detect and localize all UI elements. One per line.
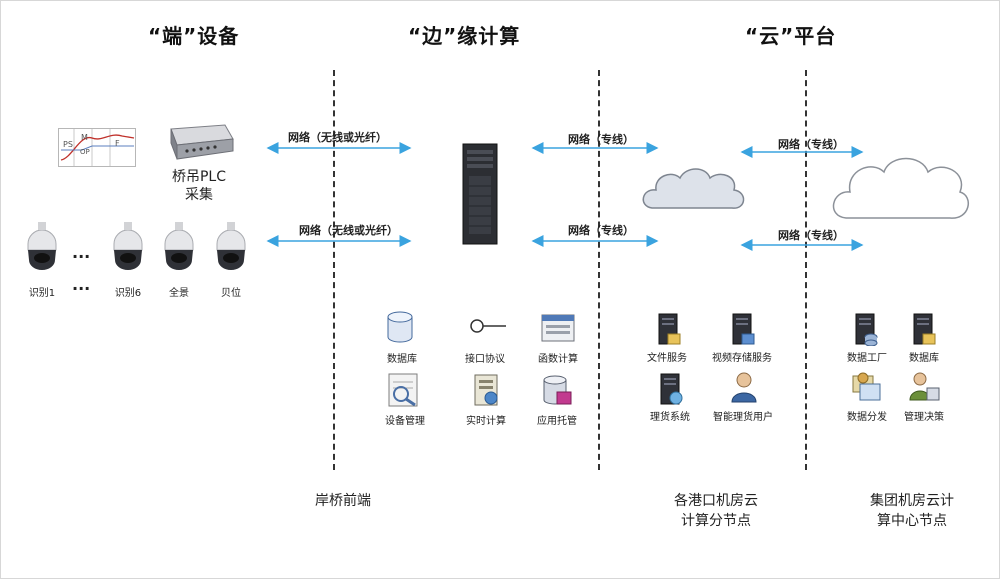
camera-icon [213, 222, 249, 272]
bottom-label-port-cloud: 各港口机房云 计算分节点 [646, 491, 786, 531]
label-network-dedicated-1: 网络（专线） [568, 133, 634, 146]
edge-service-app-hosting: 应用托管 [537, 416, 577, 427]
group-service-management-decision: 管理决策 [904, 412, 944, 423]
function-calc-icon [541, 314, 575, 342]
plc-label-line2: 采集 [185, 187, 213, 203]
edge-service-interface-protocol: 接口协议 [465, 354, 505, 365]
heading-edge: “边”缘计算 [408, 24, 521, 48]
svg-text:OP: OP [80, 148, 90, 156]
camera-icon [24, 222, 60, 272]
device-management-icon [387, 372, 421, 408]
edge-server-icon [459, 142, 501, 246]
group-service-data-factory: 数据工厂 [847, 353, 887, 364]
heading-cloud: “云”平台 [745, 24, 837, 48]
data-distribution-icon [850, 370, 882, 404]
smart-tally-user-icon [730, 370, 758, 404]
camera-label-1: 识别1 [28, 288, 56, 299]
database-icon [385, 310, 415, 344]
camera-icon [161, 222, 197, 272]
label-network-wireless-2: 网络（无线或光纤） [299, 224, 398, 237]
label-network-dedicated-3: 网络（专线） [778, 138, 844, 151]
divider-device-edge [333, 70, 335, 470]
data-factory-server-icon [851, 312, 879, 346]
port-service-tally-system: 理货系统 [650, 412, 690, 423]
edge-service-function-calc: 函数计算 [538, 354, 578, 365]
bottom-label-quay-front: 岸桥前端 [315, 493, 371, 509]
plc-label: 桥吊PLC 采集 [160, 168, 238, 204]
svg-text:PS: PS [63, 140, 73, 149]
file-service-server-icon [654, 312, 682, 346]
camera-ellipsis-bottom: ··· [72, 279, 91, 298]
camera-label-panorama: 全景 [169, 288, 189, 299]
management-decision-icon [909, 370, 941, 404]
bottom-label-group-cloud: 集团机房云计 算中心节点 [842, 491, 982, 531]
camera-ellipsis-top: ··· [72, 247, 91, 266]
port-cloud-icon [640, 162, 748, 218]
bottom-label-port-cloud-line2: 计算分节点 [681, 513, 751, 529]
plc-label-line1: 桥吊PLC [171, 169, 227, 185]
heading-device: “端”设备 [148, 24, 240, 48]
group-service-database: 数据库 [909, 353, 939, 364]
group-service-data-distribution: 数据分发 [847, 412, 887, 423]
svg-text:M: M [81, 133, 88, 142]
plc-chart-thumbnail: PS M OP F [58, 120, 136, 168]
interface-protocol-icon [468, 315, 508, 337]
edge-service-database: 数据库 [387, 354, 417, 365]
divider-port-group [805, 70, 807, 470]
label-network-dedicated-2: 网络（专线） [568, 224, 634, 237]
realtime-calc-icon [470, 372, 502, 408]
group-database-server-icon [909, 312, 937, 346]
port-service-smart-tally-user: 智能理货用户 [713, 412, 773, 423]
svg-text:F: F [115, 139, 120, 148]
bottom-label-port-cloud-line1: 各港口机房云 [674, 493, 758, 509]
tally-system-server-icon [656, 372, 684, 406]
port-service-video-storage: 视频存储服务 [712, 353, 772, 364]
label-network-dedicated-4: 网络（专线） [778, 229, 844, 242]
port-service-file: 文件服务 [647, 353, 687, 364]
camera-label-6: 识别6 [114, 288, 142, 299]
group-cloud-icon [830, 150, 970, 232]
label-network-wireless-1: 网络（无线或光纤） [288, 131, 387, 144]
plc-switch-icon [163, 123, 235, 167]
edge-service-device-mgmt: 设备管理 [385, 416, 425, 427]
app-hosting-icon [540, 372, 574, 408]
edge-service-realtime-calc: 实时计算 [466, 416, 506, 427]
camera-label-bay: 贝位 [221, 288, 241, 299]
bottom-label-group-cloud-line2: 算中心节点 [877, 513, 947, 529]
bottom-label-group-cloud-line1: 集团机房云计 [870, 493, 954, 509]
video-storage-server-icon [728, 312, 756, 346]
camera-icon [110, 222, 146, 272]
divider-edge-port [598, 70, 600, 470]
